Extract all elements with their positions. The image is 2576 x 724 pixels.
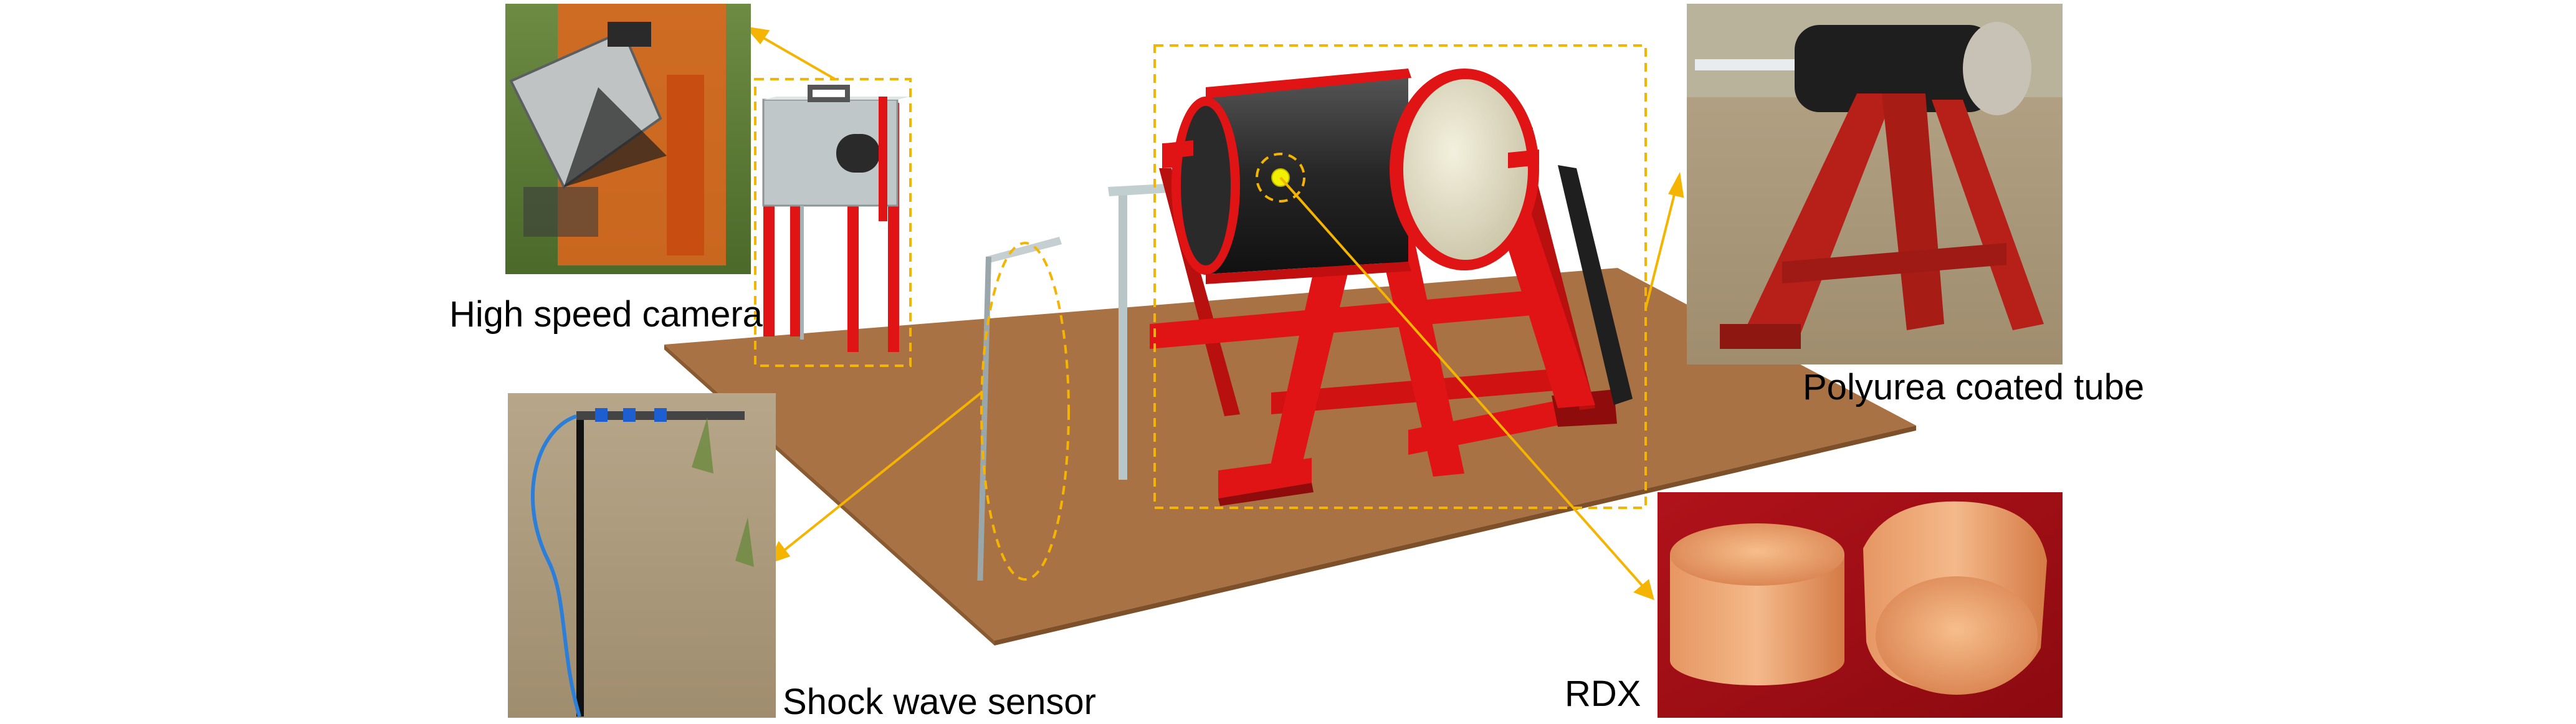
sensor-callout-ellipse (980, 242, 1070, 581)
camera-label: High speed camera (449, 294, 763, 335)
camera-photo (505, 4, 751, 274)
rdx-label: RDX (1565, 674, 1641, 714)
rdx-arrow (1279, 176, 1646, 590)
sensor-arrow (778, 391, 983, 556)
tube-label: Polyurea coated tube (1803, 367, 2145, 407)
rdx-photo (1658, 492, 2063, 718)
tube-model (1165, 69, 1539, 284)
camera-arrow (756, 33, 836, 80)
tube-photo (1687, 4, 2063, 364)
rdx-callout-circle (1256, 153, 1305, 202)
ground-plate-edge-front (995, 426, 1916, 645)
sensor-label: Shock wave sensor (783, 682, 1096, 722)
tube-callout-box (1153, 44, 1647, 509)
sensor-photo (508, 393, 776, 718)
tube-arrow (1644, 186, 1677, 309)
camera-model (762, 85, 910, 352)
